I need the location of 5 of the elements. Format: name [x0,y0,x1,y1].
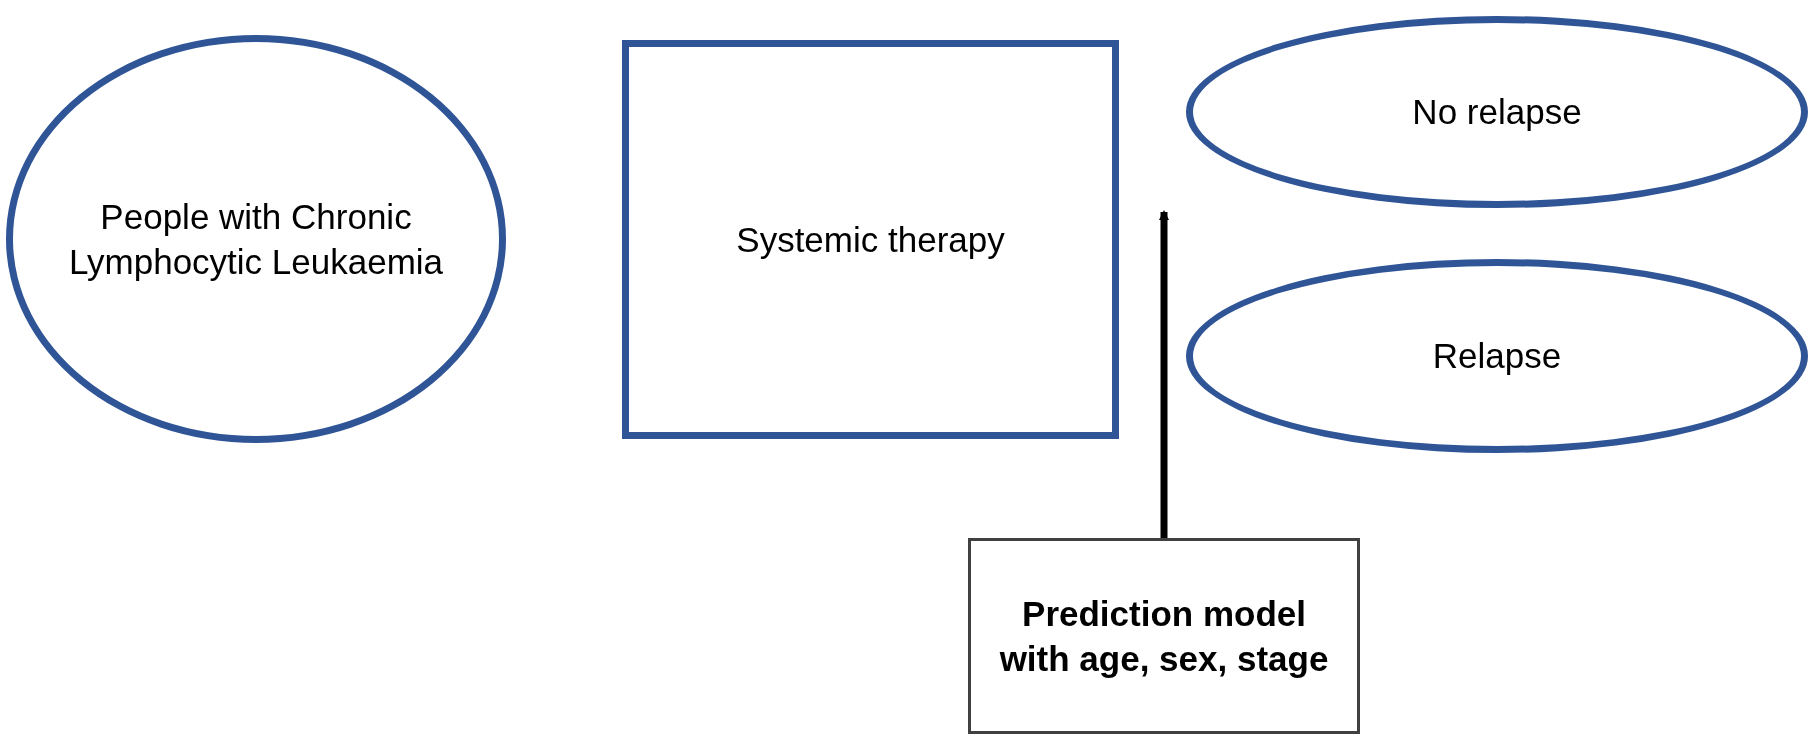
outcome-ellipse: Relapse [1186,259,1808,453]
population-circle: People with Chronic Lymphocytic Leukaemia [6,35,506,443]
therapy-box: Systemic therapy [622,40,1119,439]
model-box: Prediction model with age, sex, stage [968,538,1360,734]
outcome-ellipse: No relapse [1186,16,1808,208]
